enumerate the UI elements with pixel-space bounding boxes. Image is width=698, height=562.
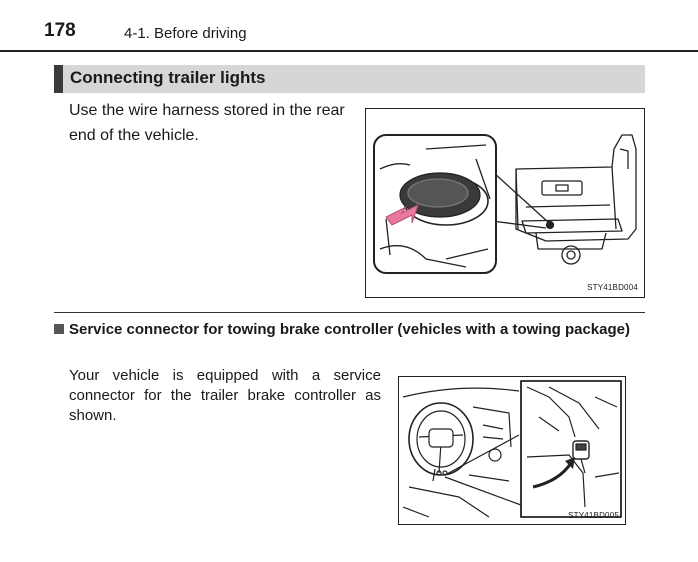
- figure-code: STY41BD005: [568, 511, 619, 520]
- page-number: 178: [44, 20, 76, 41]
- header-divider: [0, 50, 698, 52]
- trailer-harness-illustration: [373, 134, 637, 274]
- figure-brake-connector: STY41BD005: [398, 376, 626, 525]
- subsection-heading: Service connector for towing brake contr…: [54, 319, 645, 341]
- subsection-body-text: Your vehicle is equipped with a service …: [69, 367, 381, 424]
- section-divider: [54, 312, 645, 313]
- chapter-title: 4-1. Before driving: [124, 25, 247, 42]
- figure-code: STY41BD004: [587, 283, 638, 292]
- pointer-arrow-icon: [532, 462, 573, 489]
- figure-trailer-harness: STY41BD004: [365, 108, 645, 298]
- subsection-title: Service connector for towing brake contr…: [69, 321, 630, 338]
- pull-direction-arrow-icon: [385, 204, 419, 226]
- section-header-bar: Connecting trailer lights: [54, 65, 645, 93]
- section-body-text: Use the wire harness stored in the rear …: [69, 102, 345, 144]
- section-accent: [54, 65, 63, 93]
- square-bullet-icon: [54, 324, 64, 334]
- section-title: Connecting trailer lights: [70, 68, 266, 87]
- brake-connector-illustration: [402, 380, 622, 518]
